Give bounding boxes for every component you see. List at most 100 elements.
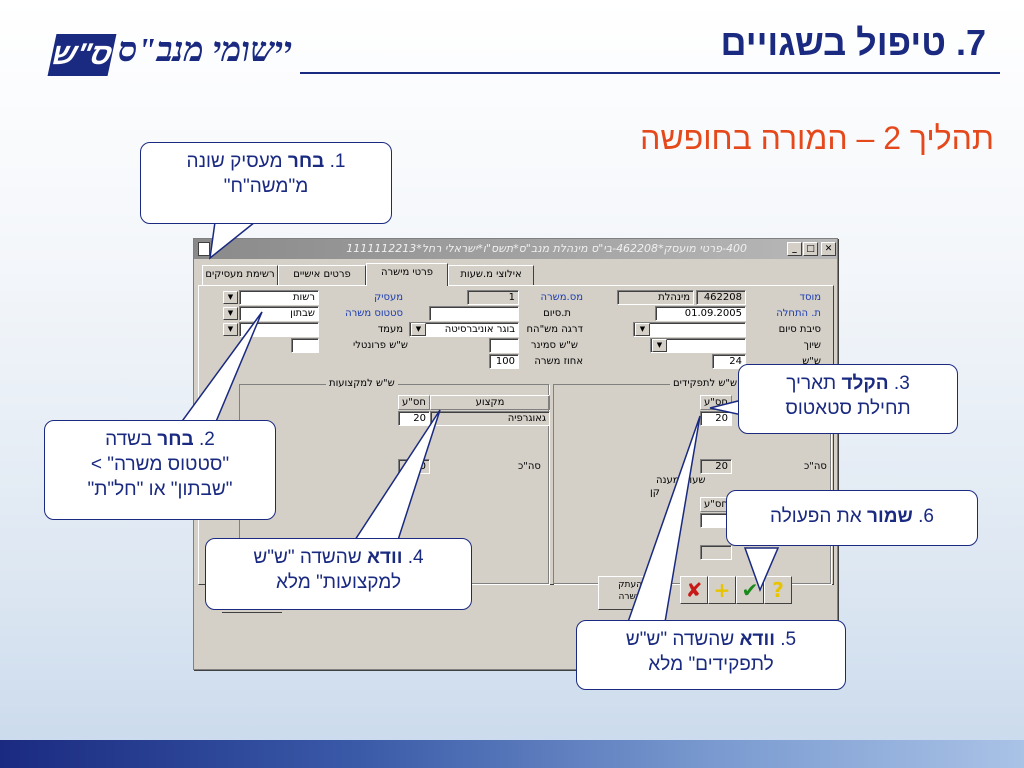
end-date-field[interactable] (429, 306, 519, 321)
chevron-down-icon[interactable]: ▼ (223, 307, 238, 320)
seminar-hours-label: ש"ש סמינר (530, 340, 578, 351)
mosad-label: מוסד (799, 292, 821, 303)
subjects-total-label: סה"כ (518, 461, 541, 472)
tab-position-details[interactable]: פרטי מישרה (366, 263, 448, 286)
roles-total-label: סה"כ (804, 461, 827, 472)
subject-hours-column-header: חס"ע (398, 395, 430, 410)
callout-2-number: 2. (199, 429, 215, 450)
callout-1-text: מעסיק שונה (186, 151, 283, 172)
tab-employers-list[interactable]: רשימת מעסיקים (202, 265, 278, 285)
answer-total-field (700, 545, 732, 560)
subjects-total-field: 20 (398, 459, 430, 474)
callout-4-text: שהשדה "ש"ש (253, 547, 362, 568)
chevron-down-icon[interactable]: ▼ (223, 291, 238, 304)
callout-6-text: את הפעולה (770, 506, 862, 527)
callout-5-number: 5. (780, 629, 797, 650)
callout-5-text-2: לתפקידים" מלא (648, 654, 774, 675)
callout-3-text: תאריך (786, 373, 837, 394)
chevron-down-icon[interactable]: ▼ (411, 323, 426, 336)
callout-1: 1. בחר מעסיק שונה מ"משה"ח" (140, 142, 392, 224)
callout-2-text-3: "שבתון" או "חל"ת" (87, 479, 233, 500)
window-titlebar[interactable]: 400-פרטי מועסק*462208-בי"ס מינהלת מנב"ס*… (194, 239, 837, 259)
tab-personal-details[interactable]: פרטים אישיים (278, 265, 366, 285)
callout-4-verb: וודא (366, 547, 403, 568)
minhelet-field[interactable]: מינהלת (617, 290, 694, 305)
callout-1-text-2: מ"משה"ח" (223, 176, 309, 197)
position-number-label: מס.משרה (540, 292, 583, 303)
chevron-down-icon[interactable]: ▼ (652, 339, 667, 352)
hours-field[interactable]: 24 (712, 354, 746, 369)
logo-text: יישומי מנב"ס (118, 32, 292, 69)
roles-hours-column-header: חס"ע (700, 395, 732, 410)
roles-group-title: ש"ש לתפקידים (670, 378, 741, 389)
shiyuch-field[interactable] (650, 338, 746, 353)
start-date-field[interactable]: 01.09.2005 (655, 306, 746, 321)
slide-subtitle: תהליך 2 – המורה בחופשה (640, 120, 994, 156)
end-reason-field[interactable] (633, 322, 746, 337)
seminar-hours-field[interactable] (489, 338, 519, 353)
degree-label: דרגה מש"הח (526, 324, 583, 335)
chevron-down-icon[interactable]: ▼ (635, 323, 650, 336)
header-divider (300, 72, 1000, 74)
app-icon (198, 242, 210, 256)
window-title: 400-פרטי מועסק*462208-בי"ס מינהלת מנב"ס*… (346, 242, 747, 255)
employer-field[interactable]: רשות (239, 290, 319, 305)
delete-icon[interactable]: ✘ (680, 576, 708, 604)
callout-2-text-2: "סטטוס משרה" > (90, 454, 230, 475)
callout-2-verb: בחר (157, 429, 194, 450)
mosad-field[interactable]: 462208 (696, 290, 746, 305)
end-date-label: ת.סיום (543, 308, 571, 319)
help-icon[interactable]: ? (764, 576, 792, 604)
maamad-field[interactable] (239, 322, 319, 337)
hours-label: ש"ש (802, 356, 821, 367)
callout-1-verb: בחר (287, 151, 325, 172)
position-number-field[interactable]: 1 (467, 290, 519, 305)
degree-field[interactable]: בוגר אוניברסיטה (409, 322, 519, 337)
subject-hours-cell[interactable]: 20 (398, 411, 430, 426)
callout-4-number: 4. (407, 547, 424, 568)
close-icon[interactable]: ✕ (821, 242, 836, 256)
end-reason-label: סיבת סיום (778, 324, 821, 335)
callout-5: 5. וודא שהשדה "ש"ש לתפקידים" מלא (576, 620, 846, 690)
percent-field[interactable]: 100 (489, 354, 519, 369)
callout-2: 2. בחר בשדה "סטטוס משרה" > "שבתון" או "ח… (44, 420, 276, 520)
roles-hours-cell[interactable]: 20 (700, 411, 732, 426)
employer-label: מעסיק (374, 292, 403, 303)
maximize-icon[interactable]: □ (803, 242, 818, 256)
roles-total-field: 20 (700, 459, 732, 474)
subject-column-header: מקצוע (430, 395, 550, 410)
callout-6-verb: שמור (867, 506, 913, 527)
logo: ס"ש יישומי מנב"ס (47, 32, 312, 82)
tab-hours-constraints[interactable]: אילוצי מ.שעות (448, 265, 534, 285)
add-icon[interactable]: + (708, 576, 736, 604)
callout-4-text-2: למקצועות" מלא (275, 572, 402, 593)
callout-4: 4. וודא שהשדה "ש"ש למקצועות" מלא (205, 538, 472, 610)
bottom-separator (222, 603, 282, 613)
status-field[interactable]: שבתון (239, 306, 319, 321)
slide-title: 7. טיפול בשגויים (720, 22, 987, 63)
callout-5-verb: וודא (739, 629, 775, 650)
logo-mark: ס"ש (47, 34, 117, 76)
maamad-label: מעמד (377, 324, 403, 335)
answer-hours-label: שעות מענה (656, 475, 706, 486)
callout-3: 3. הקלד תאריך תחילת סטאטוס (738, 364, 958, 434)
answer-extra-label: קן (650, 487, 660, 498)
subject-cell[interactable]: גאוגרפיה (430, 411, 550, 426)
callout-6: 6. שמור את הפעולה (726, 490, 978, 546)
status-label: סטטוס משרה (345, 308, 403, 319)
minimize-icon[interactable]: _ (787, 242, 802, 256)
copy-position-button[interactable]: העתק משרה (598, 576, 646, 610)
shiyuch-label: שיוך (803, 340, 821, 351)
chevron-down-icon[interactable]: ▼ (223, 323, 238, 336)
callout-5-text: שהשדה "ש"ש (625, 629, 735, 650)
callout-3-number: 3. (893, 373, 910, 394)
frontal-hours-field[interactable] (291, 338, 319, 353)
frontal-hours-label: ש"ש פרונטלי (353, 340, 408, 351)
callout-3-text-2: תחילת סטאטוס (785, 398, 911, 419)
callout-6-number: 6. (918, 506, 934, 527)
subjects-group-title: ש"ש למקצועות (326, 378, 398, 389)
callout-2-text: בשדה (105, 429, 153, 450)
callout-3-verb: הקלד (841, 373, 889, 394)
callout-1-number: 1. (329, 151, 346, 172)
save-icon[interactable]: ✔ (736, 576, 764, 604)
